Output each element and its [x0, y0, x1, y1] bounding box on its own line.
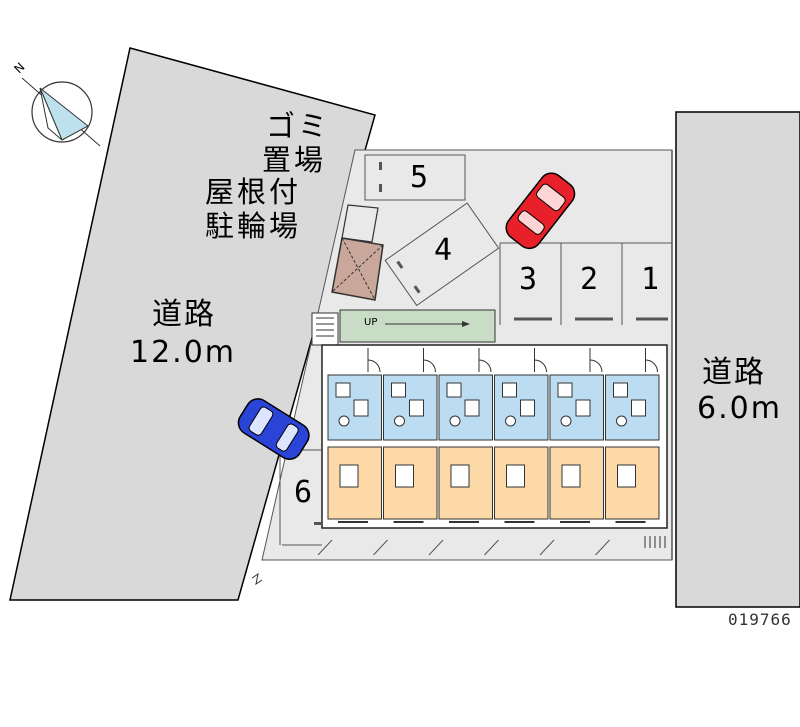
break-mark — [251, 572, 263, 586]
stair-up-label: UP — [364, 317, 378, 328]
property-id: 019766 — [728, 610, 792, 629]
road-west — [9, 47, 376, 601]
apartment-unit — [484, 348, 549, 556]
apartment-unit — [539, 348, 604, 556]
parking-stall-4 — [384, 202, 500, 307]
bicycle-label-line2: 駐輪場 — [205, 209, 302, 243]
road-west-name: 道路 — [152, 297, 216, 332]
vent-marks — [644, 536, 666, 548]
garbage-label-line2: 置場 — [262, 143, 327, 177]
road-east-width: 6.0m — [697, 391, 782, 426]
parking-number-4: 4 — [434, 233, 453, 268]
road-east-name: 道路 — [702, 355, 766, 390]
apartment-unit — [317, 348, 382, 556]
garbage-label-line1: ゴミ — [266, 109, 331, 143]
blue-car — [237, 398, 310, 460]
apartment-units — [317, 348, 660, 556]
parking-number-2: 2 — [580, 262, 599, 297]
garbage-box — [341, 204, 379, 243]
parking-number-1: 1 — [641, 262, 660, 297]
compass-icon — [21, 77, 101, 147]
road-east — [675, 111, 800, 608]
parking-number-3: 3 — [519, 262, 538, 297]
bicycle-shed — [331, 237, 384, 301]
parking-number-6: 6 — [294, 475, 313, 510]
apartment-unit — [428, 348, 493, 556]
road-west-width: 12.0m — [130, 335, 237, 370]
red-car — [505, 172, 576, 250]
green-area — [339, 309, 496, 343]
apartment-unit — [595, 348, 660, 556]
parking-stalls-right — [499, 242, 672, 325]
parking-number-5: 5 — [410, 160, 429, 195]
parking-stall-5 — [364, 154, 466, 201]
bicycle-label-line1: 屋根付 — [205, 175, 302, 209]
apartment-unit — [373, 348, 438, 556]
